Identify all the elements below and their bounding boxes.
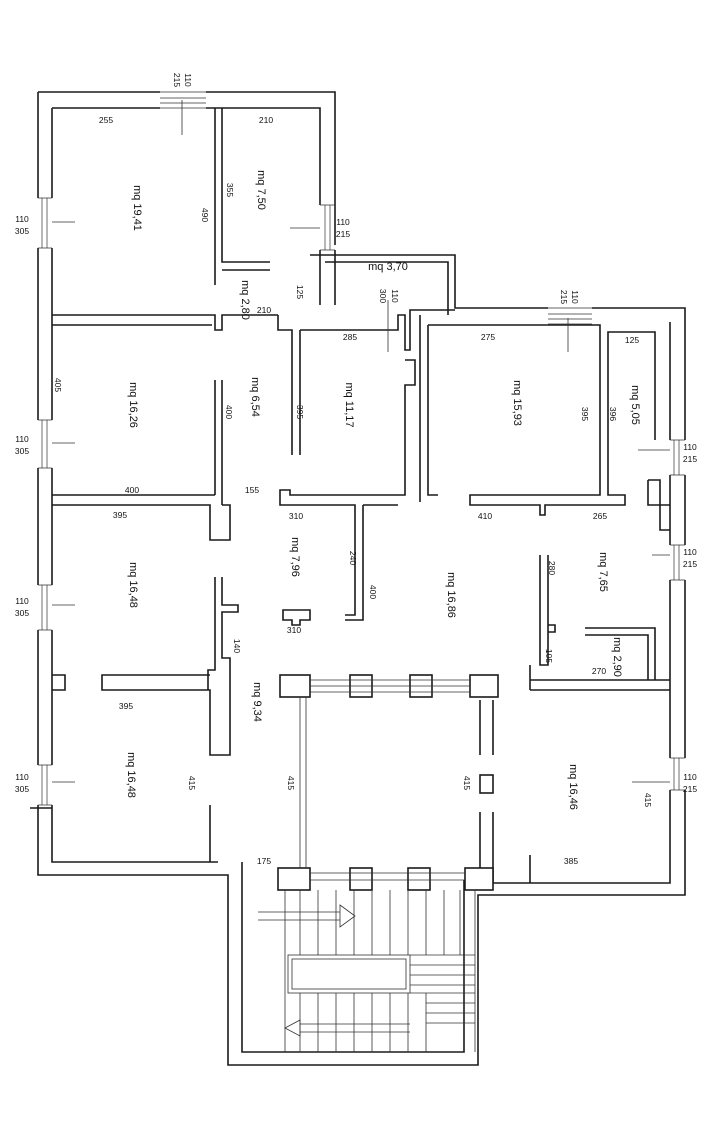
window-width-label: 110 <box>15 772 29 782</box>
dimension-label: 310 <box>287 625 301 635</box>
window-width-label: 110 <box>183 73 193 87</box>
dimension-label: 265 <box>593 511 607 521</box>
room-label: mq 16,48 <box>125 752 137 798</box>
dimension-label: 310 <box>289 511 303 521</box>
staircase <box>258 890 476 1052</box>
dimension-label: 400 <box>368 585 378 599</box>
dimension-label: 210 <box>259 115 273 125</box>
dimension-label: 395 <box>113 510 127 520</box>
window-width-label: 110 <box>15 214 29 224</box>
dimension-label: 140 <box>232 639 242 653</box>
room-label: mq 16,48 <box>127 562 139 608</box>
reference-lines <box>52 100 670 783</box>
dimension-label: 400 <box>125 485 139 495</box>
window-width-label: 110 <box>570 290 580 304</box>
window-labels: 110 215 110 305 110 215 110 215 110 305 … <box>15 73 697 794</box>
room-labels: mq 19,41 mq 7,50 mq 3,70 mq 2,80 mq 16,2… <box>125 170 641 810</box>
window-width-label: 110 <box>15 596 29 606</box>
dimension-label: 175 <box>257 856 271 866</box>
room-label: mq 11,17 <box>343 382 355 427</box>
window-height-label: 215 <box>683 454 697 464</box>
room-label: mq 16,86 <box>445 572 457 618</box>
room-label: mq 2,90 <box>611 637 623 677</box>
dimension-label: 125 <box>295 285 305 299</box>
window-height-label: 215 <box>559 290 569 304</box>
dimension-labels: 255 210 355 490 210 125 285 275 125 396 … <box>53 115 653 866</box>
dimension-label: 255 <box>99 115 113 125</box>
room-label: mq 6,54 <box>249 377 261 417</box>
interior-walls <box>30 108 670 883</box>
dimension-label: 395 <box>119 701 133 711</box>
dimension-label: 410 <box>478 511 492 521</box>
window-height-label: 215 <box>683 784 697 794</box>
room-label: mq 15,93 <box>511 380 523 426</box>
window-width-label: 110 <box>683 547 697 557</box>
dimension-label: 415 <box>187 776 197 790</box>
dimension-label: 280 <box>547 561 557 575</box>
window-height-label: 305 <box>15 784 29 794</box>
window-height-label: 215 <box>336 229 350 239</box>
dimension-label: 155 <box>245 485 259 495</box>
room-label: mq 2,80 <box>239 280 251 320</box>
dimension-label: 490 <box>200 208 210 222</box>
room-label: mq 7,65 <box>597 552 609 592</box>
room-label: mq 3,70 <box>368 261 408 273</box>
dimension-label: 385 <box>564 856 578 866</box>
dimension-label: 415 <box>462 776 472 790</box>
dimension-label: 275 <box>481 332 495 342</box>
window-height-label: 305 <box>15 446 29 456</box>
dimension-label: 396 <box>608 407 618 421</box>
room-label: mq 5,05 <box>629 385 641 425</box>
window-height-label: 215 <box>683 559 697 569</box>
dimension-label: 105 <box>544 649 554 663</box>
dimension-label: 395 <box>580 407 590 421</box>
window-height-label: 215 <box>172 73 182 87</box>
room-label: mq 16,26 <box>127 382 139 428</box>
windows <box>38 91 685 806</box>
dimension-label: 415 <box>643 793 653 807</box>
window-width-label: 110 <box>683 772 697 782</box>
window-width-label: 110 <box>336 217 350 227</box>
window-width-label: 110 <box>15 434 29 444</box>
dimension-label: 415 <box>286 776 296 790</box>
dimension-label: 240 <box>348 551 358 565</box>
room-label: mq 19,41 <box>131 185 143 231</box>
room-label: mq 9,34 <box>251 682 263 722</box>
window-width-label: 110 <box>683 442 697 452</box>
dimension-label: 355 <box>225 183 235 197</box>
dimension-label: 395 <box>295 405 305 419</box>
dimension-label: 300 <box>378 289 388 303</box>
dimension-label: 125 <box>625 335 639 345</box>
dimension-label: 210 <box>257 305 271 315</box>
room-label: mq 16,46 <box>567 764 579 810</box>
dimension-label: 285 <box>343 332 357 342</box>
columns <box>277 674 499 891</box>
room-label: mq 7,96 <box>289 537 301 577</box>
window-height-label: 305 <box>15 608 29 618</box>
window-height-label: 305 <box>15 226 29 236</box>
room-label: mq 7,50 <box>255 170 267 210</box>
outer-walls <box>37 91 686 1066</box>
dimension-label: 400 <box>224 405 234 419</box>
dimension-label: 405 <box>53 378 63 392</box>
dimension-label: 270 <box>592 666 606 676</box>
dimension-label: 110 <box>390 289 400 303</box>
